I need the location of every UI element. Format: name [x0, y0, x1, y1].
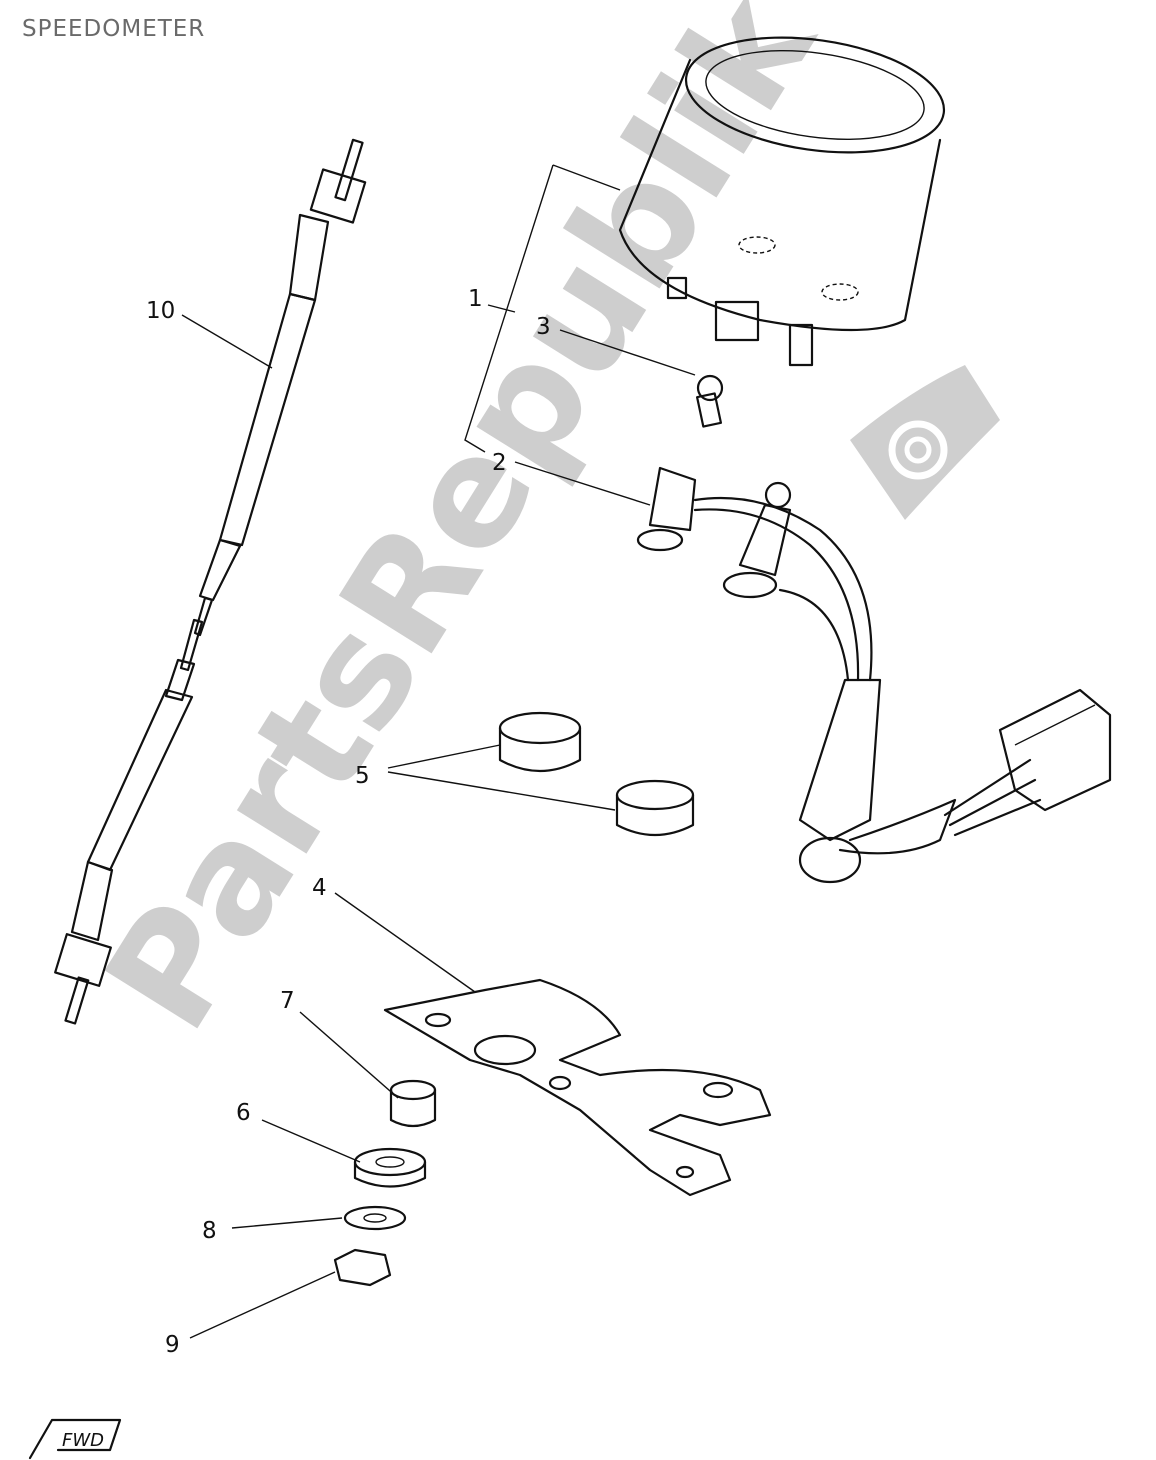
callout-4: 4 — [312, 875, 327, 901]
speedometer-housing — [618, 36, 946, 367]
hardware-stack — [333, 1079, 437, 1287]
callout-3: 3 — [536, 314, 551, 340]
indicator-bulb — [695, 374, 724, 428]
page-title: SPEEDOMETER — [22, 16, 206, 42]
forward-direction-icon: FWD — [28, 1418, 122, 1460]
watermark-text: PartsRepublik — [73, 0, 849, 1059]
speedometer-cable — [54, 138, 367, 1025]
callout-8: 8 — [202, 1218, 217, 1244]
mounting-bracket — [383, 978, 772, 1197]
grommets — [498, 711, 695, 837]
callout-10: 10 — [146, 298, 175, 324]
callout-6: 6 — [236, 1100, 251, 1126]
bulb-socket-harness — [636, 466, 1112, 884]
watermark-flag-icon — [850, 365, 1000, 520]
callout-7: 7 — [280, 988, 295, 1014]
fwd-label: FWD — [62, 1430, 104, 1451]
watermark: PartsRepublik — [73, 0, 1000, 1059]
callout-9: 9 — [165, 1332, 180, 1358]
callout-5: 5 — [355, 763, 370, 789]
callout-2: 2 — [492, 450, 507, 476]
callout-1: 1 — [468, 286, 483, 312]
leader-lines — [181, 164, 696, 1339]
